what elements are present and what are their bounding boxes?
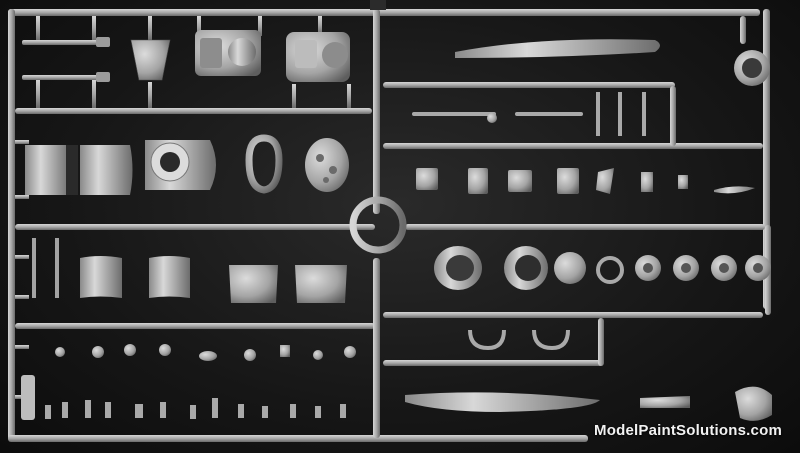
watermark-text: ModelPaintSolutions.com (594, 422, 782, 439)
cylinder-halves (25, 140, 216, 195)
small-parts-row-2 (21, 375, 346, 420)
engine-part-left (195, 30, 261, 76)
sprue-tag (370, 0, 386, 10)
sprue-frame (8, 9, 771, 442)
fan-parts (554, 252, 771, 284)
rod-parts (412, 92, 646, 136)
fuselage-panel-bottom (405, 386, 772, 421)
box-parts (416, 168, 755, 194)
collar-parts (245, 134, 349, 194)
shaft-parts (22, 37, 110, 82)
engine-part-right (286, 32, 350, 82)
tapered-part (130, 39, 171, 81)
intake-rings (434, 246, 548, 290)
fuselage-panel-top (455, 39, 770, 86)
u-brackets (468, 329, 570, 351)
small-parts-row-1 (55, 344, 356, 361)
curved-panels (32, 238, 347, 303)
